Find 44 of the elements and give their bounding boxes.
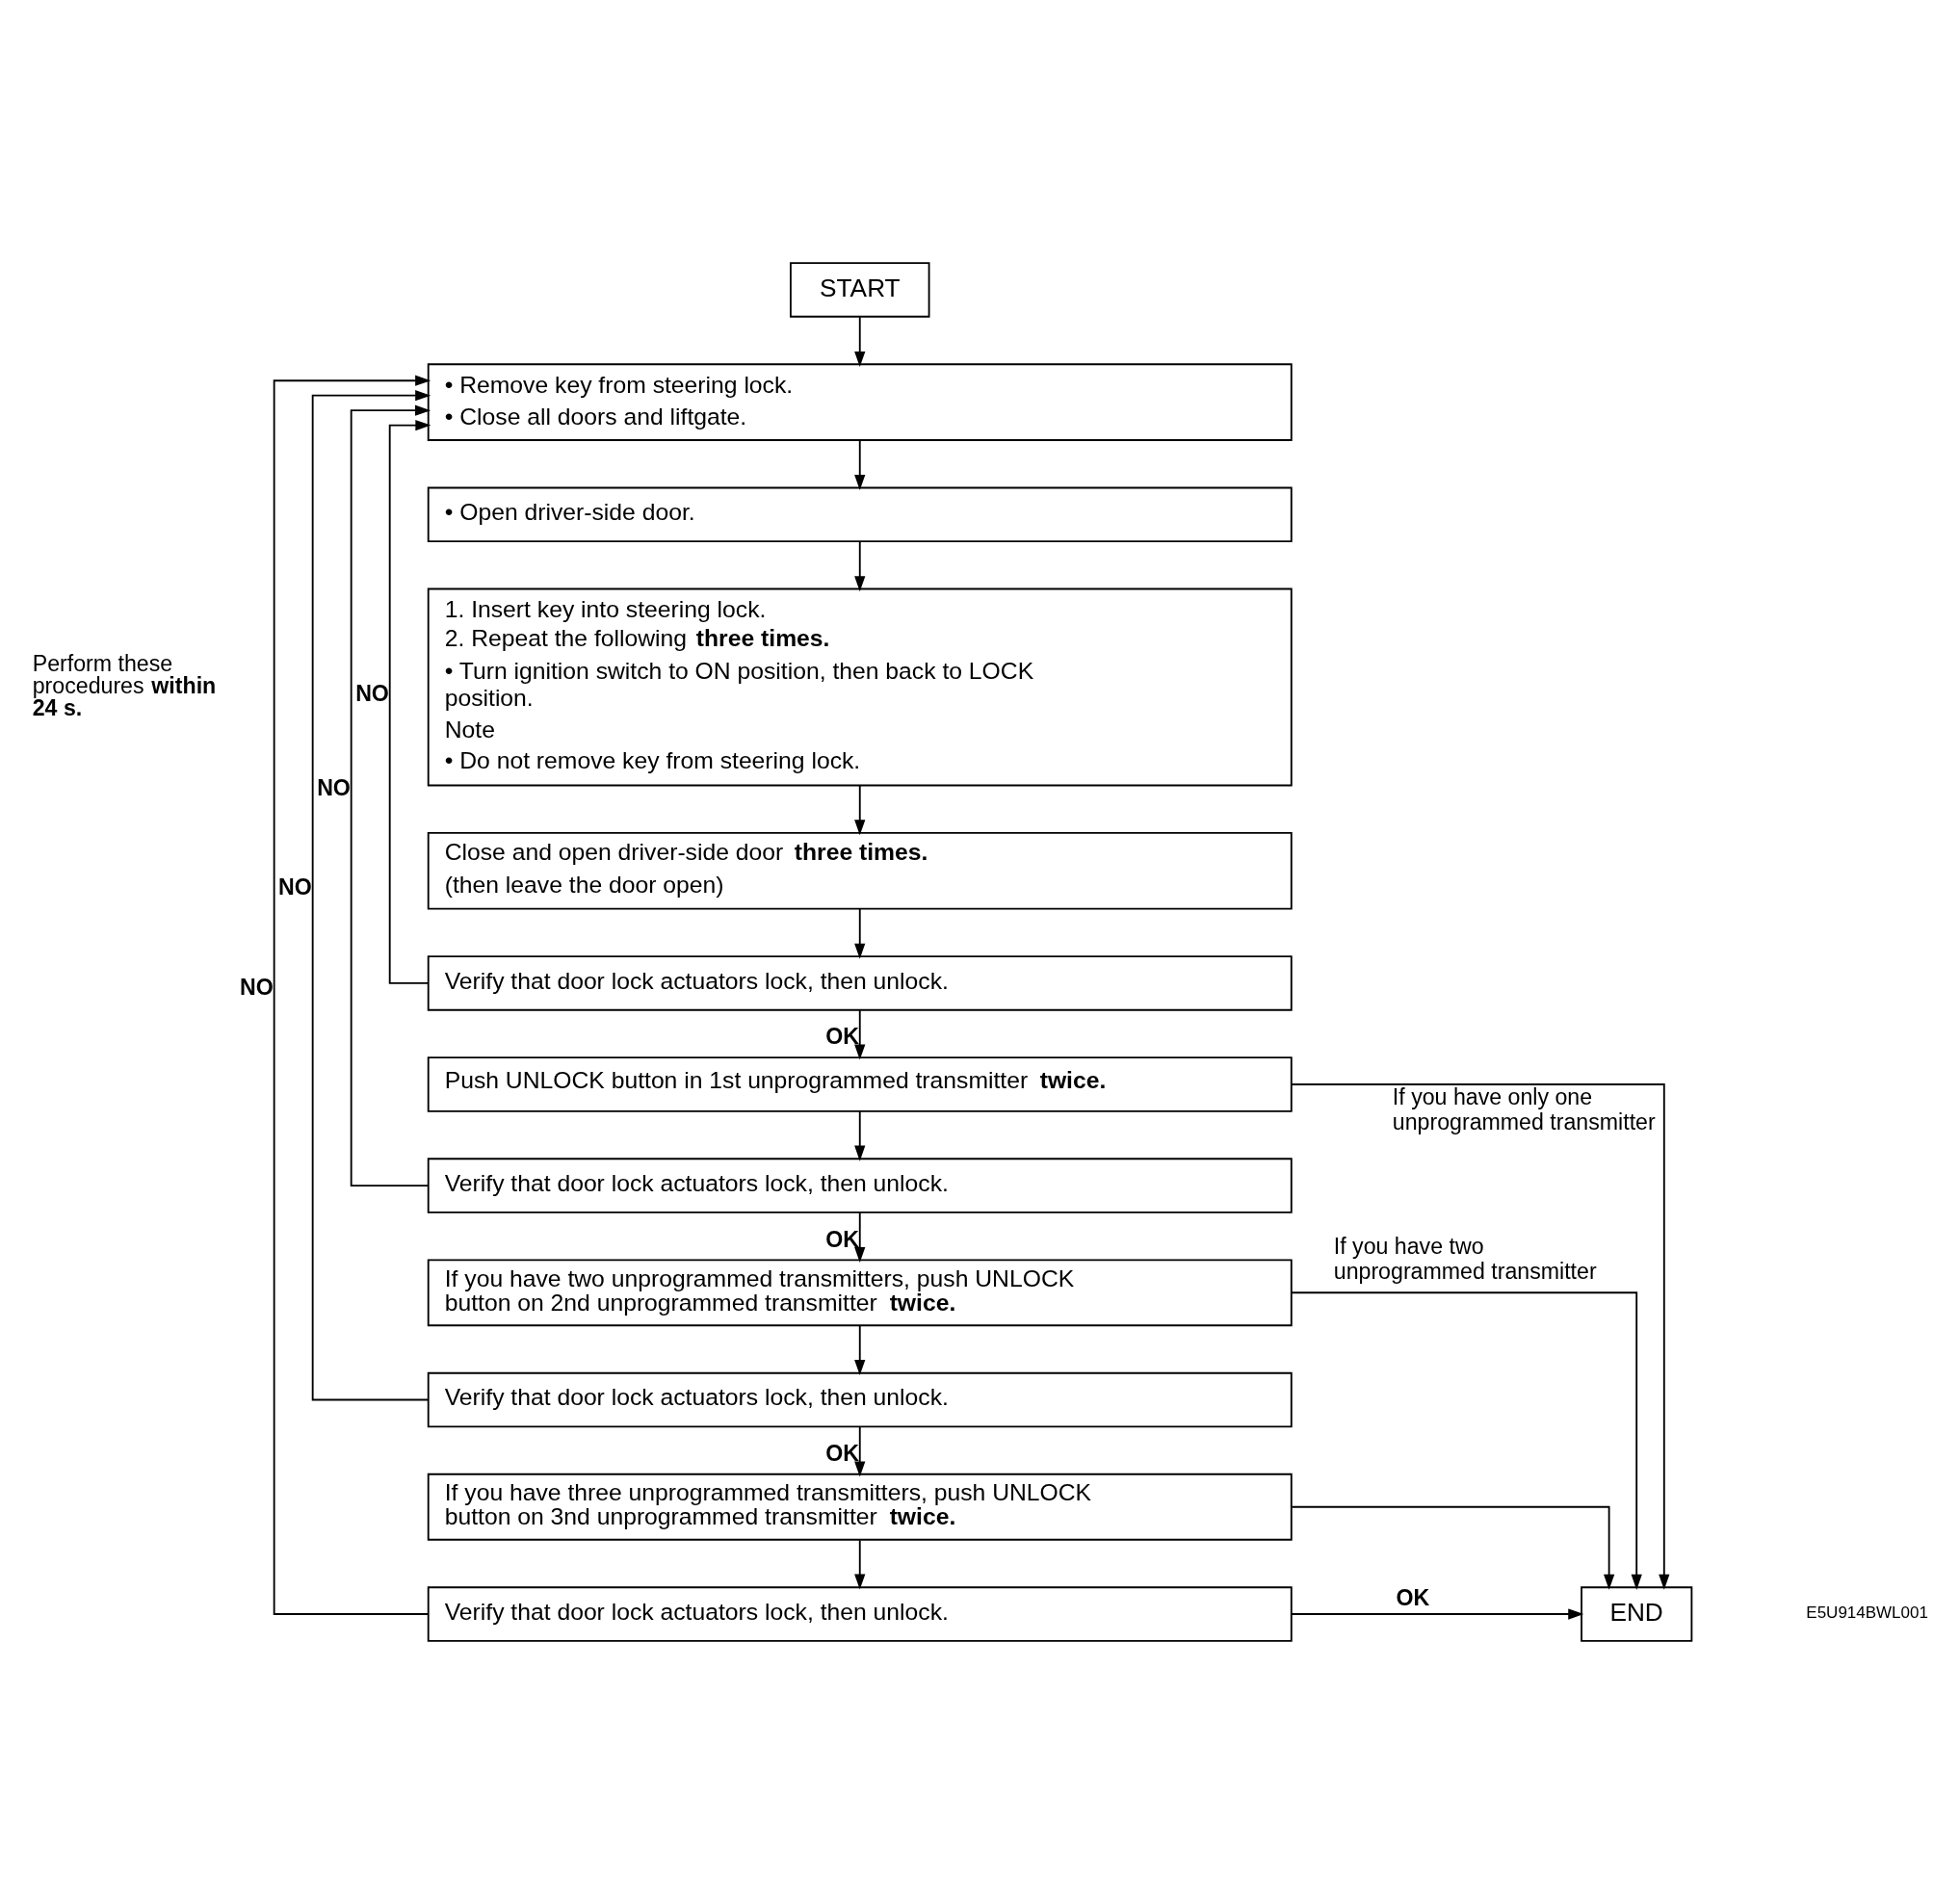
arrow xyxy=(854,1211,866,1263)
node-box: Verify that door lock actuators lock, then unlock. xyxy=(427,1371,1293,1427)
arrow xyxy=(854,438,866,490)
node-box: • Remove key from steering lock. • Close all doors and liftgate. xyxy=(427,362,1293,441)
arrow xyxy=(1291,1505,1615,1590)
arrow xyxy=(388,419,431,984)
edge-label: OK xyxy=(825,1440,859,1466)
edge-label: If you have only one unprogrammed transmitter xyxy=(1392,1083,1656,1134)
arrow xyxy=(854,1425,866,1477)
node-box: If you have three unprogrammed transmitters, push UNLOCK button on 3nd unprogrammed transmitter twice. xyxy=(427,1473,1293,1541)
arrow xyxy=(854,539,866,591)
node-box: START xyxy=(789,261,930,318)
node-box: Close and open driver-side door three times. (then leave the door open) xyxy=(427,831,1293,910)
edge-label: NO xyxy=(355,680,389,706)
node-box: • Open driver-side door. xyxy=(427,486,1293,542)
label: Perform these procedures within 24 s. xyxy=(32,650,217,720)
edge-label: NO xyxy=(278,873,312,899)
edge-label: OK xyxy=(825,1023,859,1049)
label: E5U914BWL001 xyxy=(1806,1603,1928,1622)
arrow xyxy=(854,784,866,835)
arrow xyxy=(273,375,431,1615)
arrow xyxy=(1290,1290,1642,1590)
arrow xyxy=(350,404,431,1186)
edge-label: OK xyxy=(825,1226,859,1252)
edge-label: NO xyxy=(240,974,274,1000)
arrow xyxy=(854,1109,866,1161)
node-box: If you have two unprogrammed transmitters, push UNLOCK button on 2nd unprogrammed transmitter twice. xyxy=(427,1258,1293,1326)
edge-label: NO xyxy=(317,774,351,800)
arrow xyxy=(854,1538,866,1590)
arrow xyxy=(1290,1082,1670,1590)
node-box: END xyxy=(1581,1585,1693,1642)
node-box: Push UNLOCK button in 1st unprogrammed transmitter twice. xyxy=(427,1056,1293,1112)
arrow xyxy=(854,315,866,367)
arrow xyxy=(311,389,431,1400)
arrow xyxy=(854,1008,866,1060)
arrow xyxy=(854,1324,866,1375)
node-box: Verify that door lock actuators lock, then unlock. xyxy=(427,1157,1293,1213)
node-box: 1. Insert key into steering lock. 2. Repeat the following three times. • Turn ignition switch to ON position, then back to LOCK position. Note • Do not remove key from steering lock. xyxy=(427,587,1293,786)
node-box: Verify that door lock actuators lock, then unlock. xyxy=(427,954,1293,1011)
arrow xyxy=(854,907,866,959)
edge-label: If you have two unprogrammed transmitter xyxy=(1333,1233,1597,1284)
node-box: Verify that door lock actuators lock, then unlock. xyxy=(427,1585,1293,1642)
edge-label: OK xyxy=(1396,1584,1430,1610)
arrow xyxy=(1290,1607,1584,1620)
